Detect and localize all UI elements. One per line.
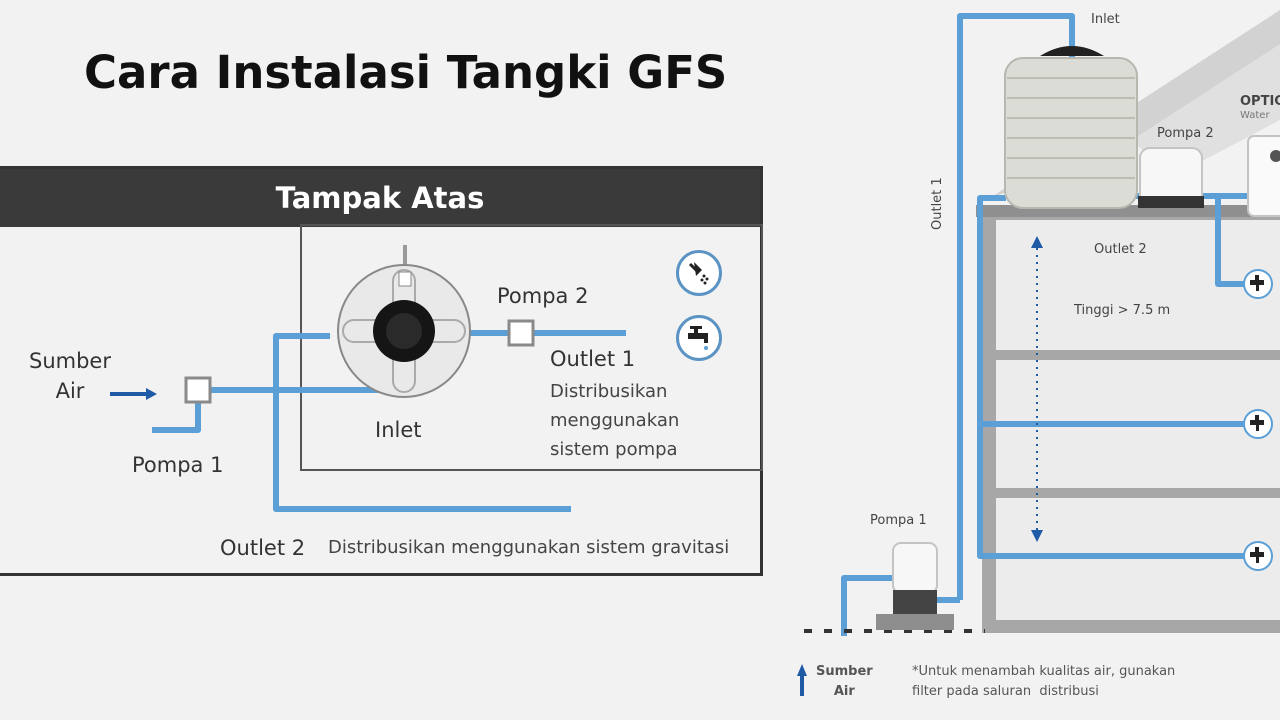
pump-2-box: [507, 319, 535, 347]
outlet-2-description: Distribusikan menggunakan sistem gravita…: [328, 537, 730, 558]
side-optic-sub: Water: [1240, 110, 1270, 121]
side-outlet-2-label: Outlet 2: [1094, 242, 1147, 257]
inlet-label: Inlet: [375, 418, 422, 442]
filter-unit: [1247, 135, 1280, 217]
page-title: Cara Instalasi Tangki GFS: [84, 46, 728, 99]
pump-1-unit: [876, 542, 954, 630]
side-sumber-air-label: Sumber Air: [816, 664, 873, 699]
outlet2-pipe: [273, 333, 571, 512]
water-tank: [1004, 46, 1138, 209]
side-inlet-pipe: [957, 13, 1075, 600]
outlet-2-label: Outlet 2: [220, 536, 306, 560]
side-outlet2-pipe: [977, 195, 1256, 559]
side-optic-label: OPTIC: [1240, 94, 1280, 109]
side-pompa-1-label: Pompa 1: [870, 513, 927, 528]
faucet-icon: [676, 315, 722, 361]
tank-top-view: [337, 245, 471, 398]
outlet-1-description: Distribusikan menggunakan sistem pompa: [550, 381, 680, 460]
footnote: *Untuk menambah kualitas air, gunakan fi…: [912, 664, 1176, 699]
pump-2-unit: [1138, 147, 1204, 208]
shower-icon: [676, 250, 722, 296]
tap-floor-3: [1243, 269, 1273, 299]
pump-1-box: [184, 376, 212, 404]
top-view-diagram: [110, 245, 626, 512]
tank-area-box: [300, 224, 763, 471]
side-outlet-1-label: Outlet 1: [930, 177, 945, 230]
outlet-1-label: Outlet 1: [550, 347, 636, 371]
height-label: Tinggi > 7.5 m: [1074, 303, 1171, 318]
side-pompa-2-label: Pompa 2: [1157, 126, 1214, 141]
height-arrow: [1031, 236, 1043, 542]
source-arrow: [110, 388, 157, 400]
pompa-2-label: Pompa 2: [497, 284, 589, 308]
top-view-header: Tampak Atas: [0, 169, 760, 227]
tap-floor-1: [1243, 541, 1273, 571]
sumber-air-label: Sumber Air: [29, 349, 111, 403]
tap-floor-2: [1243, 409, 1273, 439]
side-source-pipe: [841, 575, 900, 636]
side-source-arrow: [797, 664, 807, 696]
pompa-1-label: Pompa 1: [132, 453, 224, 477]
side-inlet-label: Inlet: [1091, 12, 1120, 27]
